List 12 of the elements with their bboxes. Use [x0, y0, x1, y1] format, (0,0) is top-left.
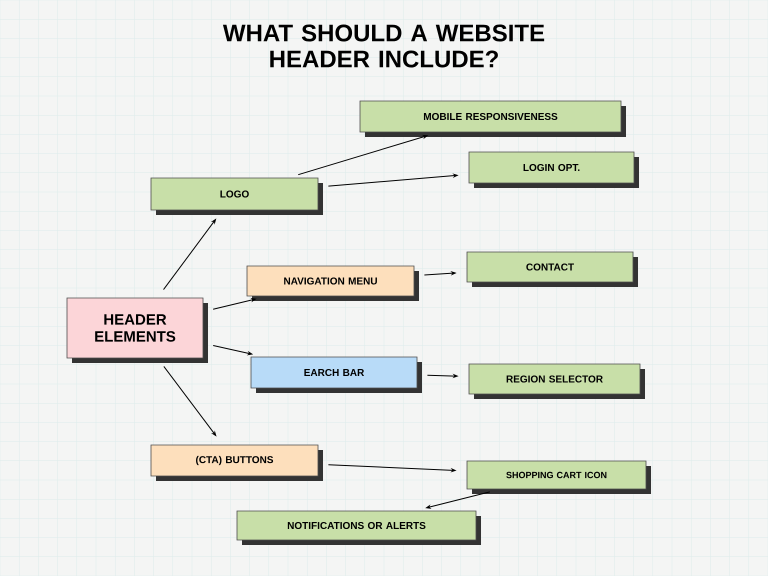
- element-box: (CTA) BUTTONS: [150, 444, 323, 481]
- element-box: MOBILE RESPONSIVENESS: [360, 100, 626, 137]
- element-box: SHOPPING CART ICON: [466, 460, 651, 494]
- element-box: HEADER ELEMENTS: [66, 298, 208, 363]
- element-box: REGION SELECTOR: [468, 364, 645, 399]
- element-box: EARCH BAR: [250, 356, 422, 393]
- element-box: NOTIFICATIONS OR ALERTS: [236, 510, 481, 545]
- element-box: NAVIGATION MENU: [246, 266, 419, 301]
- title: WHAT SHOULD A WEBSITE HEADER INCLUDE?: [222, 24, 544, 68]
- element-box: LOGO: [150, 178, 323, 215]
- element-box: CONTACT: [466, 252, 638, 287]
- element-box: LOGIN OPT.: [468, 152, 639, 188]
